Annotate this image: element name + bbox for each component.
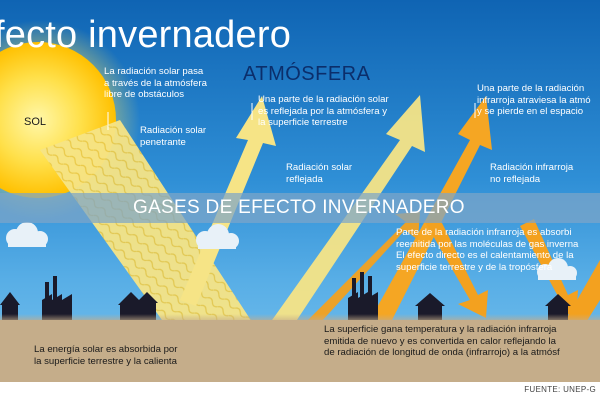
- note-infrared-escapes: Una parte de la radiación infrarroja atr…: [477, 83, 591, 117]
- greenhouse-gases-label: GASES DE EFECTO INVERNADERO: [133, 197, 465, 218]
- page-title: fecto invernadero: [0, 14, 292, 56]
- factory-icon: [42, 276, 72, 320]
- note-infrared-absorbed: Parte de la radiación infrarroja es abso…: [396, 227, 579, 273]
- atmosphere-label: ATMÓSFERA: [243, 63, 371, 85]
- note-reflected-part: Una parte de la radiación solar es refle…: [258, 94, 389, 128]
- greenhouse-gases-band: [0, 193, 600, 223]
- cloud-icon: [196, 224, 239, 249]
- source-credit: FUENTE: UNEP-G: [524, 385, 596, 394]
- infrared-arrow-reflect-down: [425, 215, 488, 318]
- cloud-icon: [6, 222, 48, 247]
- ground-glow: [0, 314, 600, 324]
- note-solar-through-atmosphere: La radiación solar pasa a través de la a…: [104, 66, 207, 100]
- factory-icon: [348, 272, 378, 320]
- sun-label: SOL: [24, 116, 47, 128]
- note-reflected: Radiación solar reflejada: [286, 162, 353, 185]
- cloud-icon: [537, 258, 577, 280]
- note-infrared-not-reflected: Radiación infrarroja no reflejada: [490, 162, 574, 185]
- note-surface-emits: La superficie gana temperatura y la radi…: [324, 324, 560, 358]
- reflected-solar-arrow-2: [265, 95, 425, 338]
- footer-strip: [0, 382, 600, 400]
- ground-surface: [0, 320, 600, 382]
- note-penetrating: Radiación solar penetrante: [140, 125, 207, 148]
- note-surface-absorbs: La energía solar es absorbida por la sup…: [34, 344, 178, 367]
